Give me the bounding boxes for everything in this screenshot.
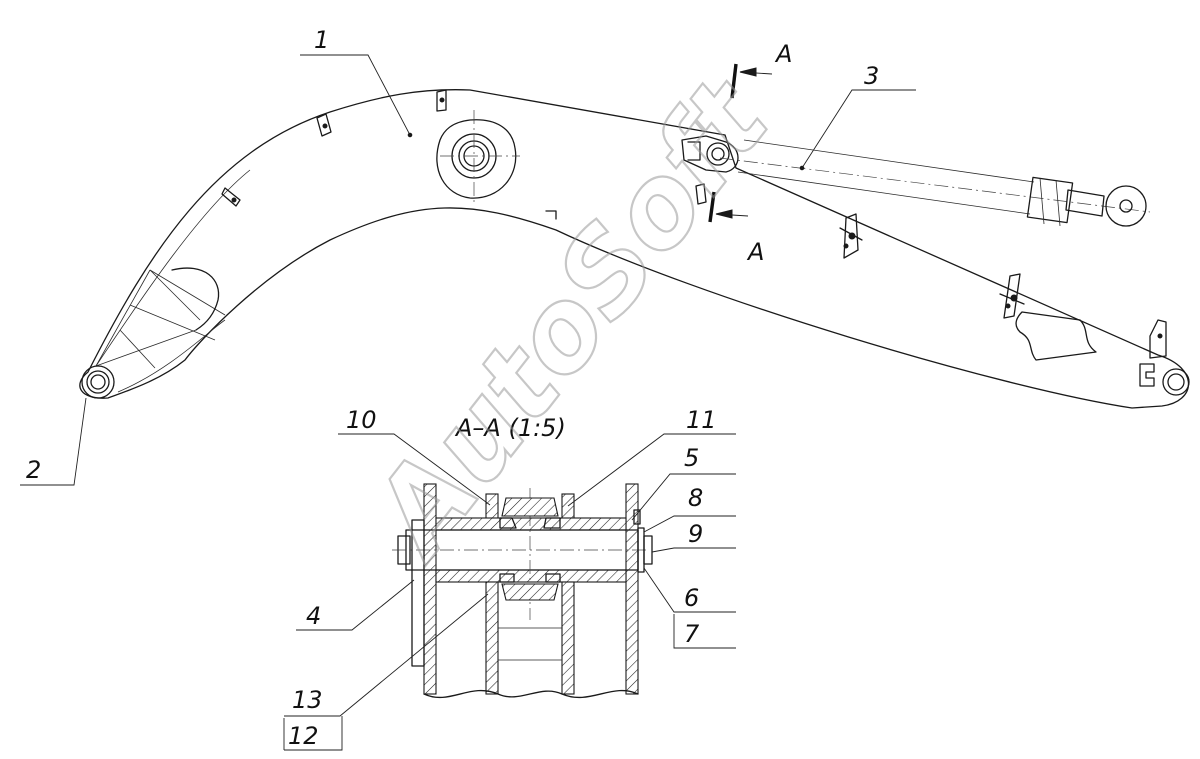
section-marker-bottom [695,183,749,223]
label-part-10: 10 [346,406,377,434]
leader-lines [20,54,916,751]
boom-body [79,89,1189,409]
boom-pivot-boss [436,110,520,205]
label-part-13: 13 [292,686,323,714]
pipe-bracket-3 [436,89,447,112]
pipe-bracket-1 [221,187,241,207]
hose-clamp-3 [1149,319,1167,359]
hose-clamp-1 [839,213,863,259]
section-marker-top-label: A [774,40,792,68]
label-part-8: 8 [688,484,703,512]
label-part-12: 12 [288,722,319,750]
small-mark [545,210,557,220]
cylinder-lug [681,135,739,173]
pipe-bracket-2 [316,113,332,137]
label-part-3: 3 [864,62,879,90]
label-part-1: 1 [314,26,329,54]
label-part-6: 6 [684,584,699,612]
section-marker-top [730,63,773,99]
boom-foot-pin [81,365,115,399]
label-part-11: 11 [686,406,717,434]
label-part-4: 4 [306,602,321,630]
hydraulic-cylinder [719,139,1151,227]
boom-cutout [1015,311,1097,361]
arm-end-pin [1139,363,1190,396]
section-view [392,483,653,699]
section-title: А–А (1:5) [454,414,566,442]
label-part-7: 7 [684,620,700,648]
label-part-5: 5 [684,444,699,472]
section-marker-bottom-label: A [746,238,764,266]
label-part-9: 9 [688,520,703,548]
label-part-2: 2 [26,456,41,484]
hose-clamp-2 [999,273,1025,319]
